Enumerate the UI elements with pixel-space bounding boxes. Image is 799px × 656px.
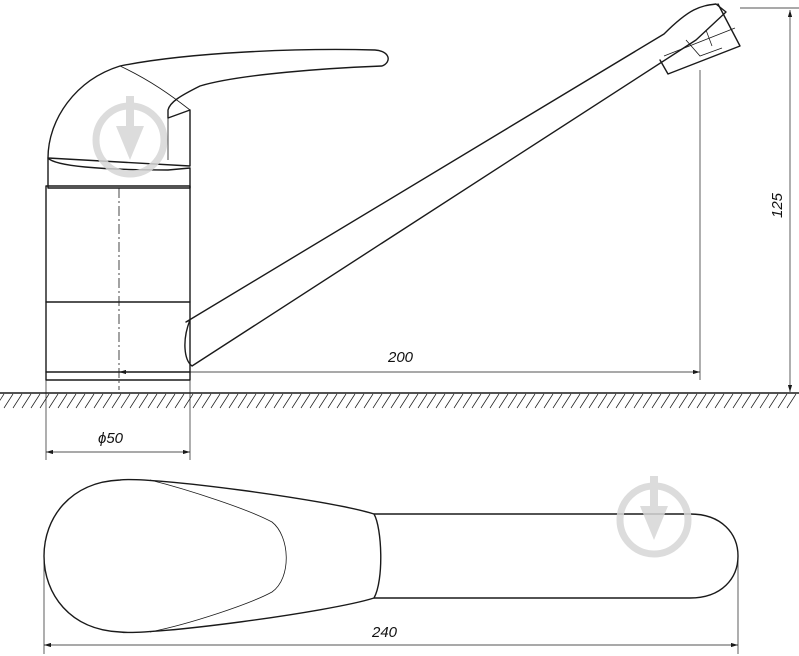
watermark-logo: [616, 476, 692, 558]
total-length-label: 240: [371, 624, 398, 641]
reach-label: 200: [387, 349, 414, 366]
height-label: 125: [769, 192, 786, 218]
height-dimension: 125: [740, 7, 799, 392]
total-length-dimension: 240: [43, 560, 739, 654]
floor-hatching: [0, 392, 799, 409]
watermark-logo: [92, 96, 168, 178]
spout-tip: [659, 3, 741, 75]
top-view: [43, 478, 739, 634]
body-cylinder: [45, 185, 191, 381]
lever-handle-side: [47, 48, 389, 167]
reach-dimension: 200: [119, 70, 701, 380]
spout-top: [373, 513, 739, 599]
spout-side: [184, 3, 727, 367]
base-diameter-label: ϕ50: [98, 430, 124, 447]
lever-top: [43, 478, 382, 634]
side-view: [45, 3, 741, 390]
base-diameter-dimension: ϕ50: [45, 380, 191, 460]
lever-top-inner: [149, 479, 287, 633]
